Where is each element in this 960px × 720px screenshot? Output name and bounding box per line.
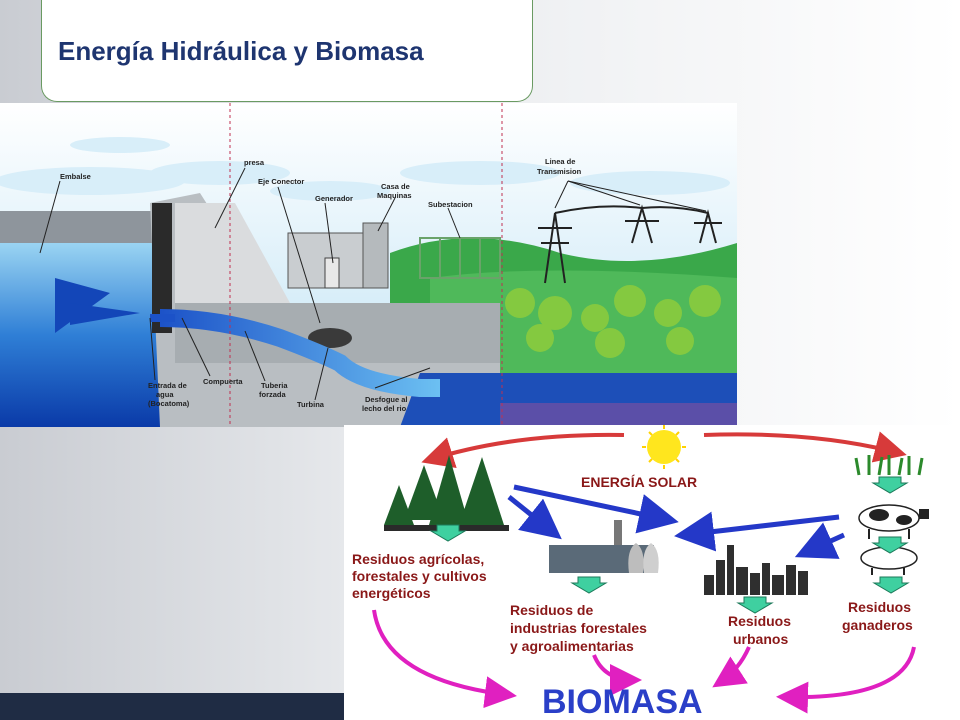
label-entrada-1: Entrada de xyxy=(148,381,187,390)
label-linea-2: Transmision xyxy=(537,167,582,176)
label-desfogue-1: Desfogue al xyxy=(365,395,408,404)
cow-icon xyxy=(858,504,929,539)
city-icon xyxy=(704,545,808,595)
label-entrada-3: (Bocatoma) xyxy=(148,399,190,408)
sun-icon xyxy=(642,425,686,469)
residuos-industrias-line3: y agroalimentarias xyxy=(510,638,634,654)
label-entrada-2: agua xyxy=(156,390,174,399)
residuos-industrias-line2: industrias forestales xyxy=(510,620,647,636)
forest-icon xyxy=(384,455,509,531)
title-box: Energía Hidráulica y Biomasa xyxy=(41,0,533,102)
label-turbina: Turbina xyxy=(297,400,325,409)
biomass-diagram: ENERGÍA SOLAR xyxy=(344,425,960,720)
down-arrow-industrias xyxy=(570,576,608,594)
label-embalse: Embalse xyxy=(60,172,91,181)
grass-icon xyxy=(854,455,924,476)
biomass-illustration: ENERGÍA SOLAR xyxy=(352,425,929,720)
label-compuerta: Compuerta xyxy=(203,377,243,386)
label-eje-conector: Eje Conector xyxy=(258,177,304,186)
label-generador: Generador xyxy=(315,194,353,203)
residuos-agricolas-line2: forestales y cultivos xyxy=(352,568,487,584)
hydro-illustration: Embalse presa Eje Conector Generador Cas… xyxy=(0,103,737,427)
label-tuberia-2: forzada xyxy=(259,390,287,399)
label-desfogue-2: lecho del rio xyxy=(362,404,407,413)
residuos-ganaderos-line1: Residuos xyxy=(848,599,911,615)
label-casa-1: Casa de xyxy=(381,182,410,191)
factory-icon xyxy=(549,520,659,573)
down-arrow-grass xyxy=(871,476,909,494)
residuos-urbanos-line1: Residuos xyxy=(728,613,791,629)
residuos-industrias-line1: Residuos de xyxy=(510,602,593,618)
slide-title: Energía Hidráulica y Biomasa xyxy=(58,36,424,66)
down-arrow-ganaderos xyxy=(872,576,910,594)
residuos-agricolas-line1: Residuos agrícolas, xyxy=(352,551,484,567)
label-subestacion: Subestacion xyxy=(428,200,473,209)
label-presa: presa xyxy=(244,158,265,167)
residuos-urbanos-line2: urbanos xyxy=(733,631,788,647)
down-arrow-urbanos xyxy=(736,596,774,614)
residuos-agricolas-line3: energéticos xyxy=(352,585,431,601)
down-arrow-cow xyxy=(871,536,909,554)
hydro-diagram: Embalse presa Eje Conector Generador Cas… xyxy=(0,103,737,427)
energia-solar-label: ENERGÍA SOLAR xyxy=(581,474,697,490)
label-tuberia-1: Tuberia xyxy=(261,381,288,390)
residuos-ganaderos-line2: ganaderos xyxy=(842,617,913,633)
down-arrow-agricolas xyxy=(429,524,467,542)
biomasa-label: BIOMASA xyxy=(542,683,703,720)
label-casa-2: Maquinas xyxy=(377,191,412,200)
label-linea-1: Linea de xyxy=(545,157,575,166)
